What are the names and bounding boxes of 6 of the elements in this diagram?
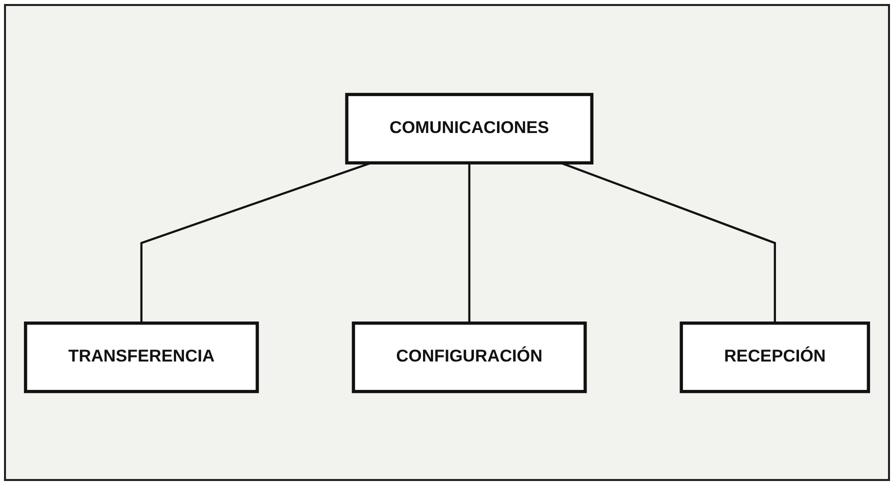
node-box	[345, 92, 594, 164]
diagram-frame: COMUNICACIONES TRANSFERENCIA CONFIGURACIÓN RECEPCIÓN	[4, 4, 890, 481]
connector	[468, 162, 470, 323]
node-box	[24, 321, 259, 393]
node-box	[680, 321, 870, 393]
node-box	[352, 321, 587, 393]
